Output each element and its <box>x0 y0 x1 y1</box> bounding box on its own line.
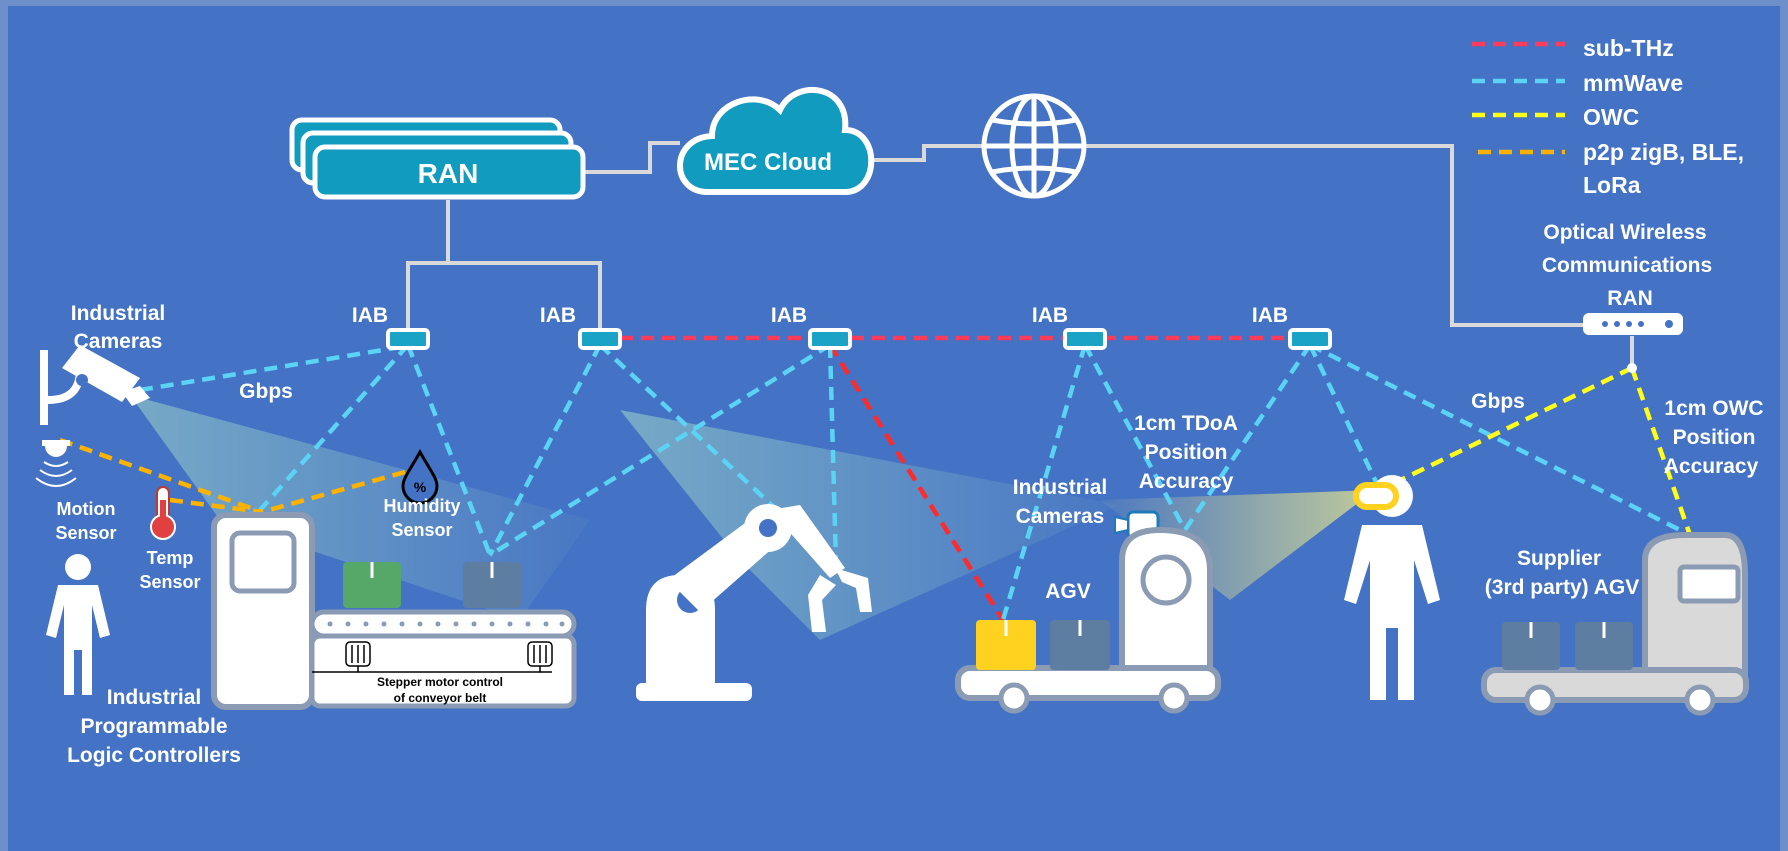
iab-node: IAB <box>1252 304 1332 350</box>
iab-node: IAB <box>771 304 852 350</box>
package-icon <box>463 562 521 608</box>
subthz-links <box>620 335 1310 622</box>
legend-label-mmwave: mmWave <box>1583 70 1683 96</box>
industrial-cameras-agv-label-line2: Cameras <box>1016 505 1105 528</box>
owc-ran-node: Optical Wireless Communications RAN <box>1542 221 1712 373</box>
mec-cloud-label: MEC Cloud <box>704 149 832 176</box>
tdoa-label-line3: Accuracy <box>1139 470 1234 493</box>
mmwave-links <box>139 342 1692 621</box>
iab-node: IAB <box>540 304 622 350</box>
supplier-agv-vehicle <box>1481 532 1749 716</box>
owc-ran-label-line3: RAN <box>1607 287 1653 310</box>
industrial-cameras-left-label-line2: Cameras <box>74 330 163 353</box>
legend-label-p2p: p2p zigB, BLE, <box>1583 139 1744 165</box>
temp-sensor-label-line1: Temp <box>147 548 194 568</box>
owc-ran-label-line2: Communications <box>1542 254 1712 277</box>
iab-label: IAB <box>352 304 388 327</box>
plc-label-line3: Logic Controllers <box>67 744 241 767</box>
motion-sensor-icon <box>35 440 77 487</box>
iab-node: IAB <box>1032 304 1107 350</box>
iab-label: IAB <box>1252 304 1288 327</box>
package-icon <box>1502 622 1560 670</box>
globe-icon <box>981 93 1087 199</box>
plc-label-line1: Industrial <box>107 686 202 709</box>
tdoa-label-line2: Position <box>1145 441 1228 464</box>
motion-sensor-label-line1: Motion <box>57 499 116 519</box>
owc-accuracy-label-line2: Position <box>1673 426 1756 449</box>
stepper-motor-icon <box>527 641 553 667</box>
package-icon <box>1050 620 1110 670</box>
legend-label-subthz: sub-THz <box>1583 35 1674 61</box>
agv-label: AGV <box>1045 580 1091 603</box>
legend-label-owc: OWC <box>1583 104 1639 130</box>
humidity-sensor-label-line1: Humidity <box>383 496 460 516</box>
wired-backhaul <box>406 141 1634 368</box>
humidity-percent-symbol: % <box>414 479 427 495</box>
package-icon <box>1575 622 1633 670</box>
legend-label-p2p-line2: LoRa <box>1583 172 1641 198</box>
ran-node: RAN <box>289 117 586 200</box>
plc-cabinet <box>211 512 315 710</box>
conveyor-belt: Stepper motor control of conveyor belt <box>309 609 577 709</box>
humidity-sensor-label-line2: Sensor <box>391 520 452 540</box>
stepper-label-line2: of conveyor belt <box>394 691 487 705</box>
stepper-label-line1: Stepper motor control <box>377 675 503 689</box>
motion-sensor-label-line2: Sensor <box>55 523 116 543</box>
person-light-beam <box>1100 490 1375 600</box>
camera-beam-robot <box>620 410 1120 640</box>
robot-arm-icon <box>636 504 872 701</box>
package-icon <box>343 562 401 608</box>
person-icon <box>46 554 110 695</box>
p2p-links <box>59 437 406 515</box>
industrial-cameras-agv-label-line1: Industrial <box>1013 476 1108 499</box>
owc-ran-label-line1: Optical Wireless <box>1543 221 1706 244</box>
iab-label: IAB <box>771 304 807 327</box>
package-icon <box>976 620 1036 670</box>
humidity-drop-icon: % <box>401 448 439 505</box>
gbps-right-label: Gbps <box>1471 390 1525 413</box>
owc-links <box>1379 365 1693 536</box>
gbps-left-label: Gbps <box>239 380 293 403</box>
supplier-agv-label-line2: (3rd party) AGV <box>1485 576 1639 599</box>
owc-headset-icon <box>1353 482 1399 510</box>
legend: sub-THz mmWave OWC p2p zigB, BLE, LoRa <box>1472 35 1744 198</box>
temp-sensor-label-line2: Sensor <box>139 572 200 592</box>
thermometer-icon <box>150 486 176 540</box>
iab-label: IAB <box>540 304 576 327</box>
industrial-camera-icon <box>40 345 150 425</box>
supplier-agv-label-line1: Supplier <box>1517 547 1601 570</box>
industrial-cameras-left-label-line1: Industrial <box>71 302 166 325</box>
diagram-panel <box>8 6 1780 851</box>
iab-label: IAB <box>1032 304 1068 327</box>
mec-cloud: MEC Cloud <box>677 86 875 195</box>
plc-label-line2: Programmable <box>80 715 227 738</box>
stepper-motor-icon <box>345 641 371 667</box>
iab-node: IAB <box>352 304 430 350</box>
owc-accuracy-label-line3: Accuracy <box>1664 455 1759 478</box>
agv-vehicle <box>955 526 1221 714</box>
owc-accuracy-label-line1: 1cm OWC <box>1664 397 1763 420</box>
ran-label: RAN <box>418 158 479 189</box>
tdoa-label-line1: 1cm TDoA <box>1134 412 1238 435</box>
